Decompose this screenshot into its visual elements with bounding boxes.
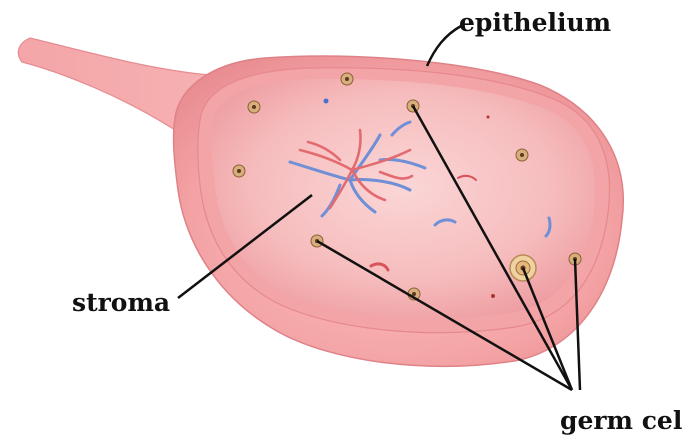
- epithelium-pointer: [427, 26, 461, 66]
- label-germ-cells: germ cells: [560, 408, 683, 433]
- germ-cell: [341, 73, 353, 85]
- germ-cell: [248, 101, 260, 113]
- stroma-region: [211, 79, 595, 319]
- label-stroma: stroma: [72, 290, 170, 315]
- label-epithelium: epithelium: [459, 10, 611, 35]
- germ-cell: [516, 149, 528, 161]
- germ-cell: [233, 165, 245, 177]
